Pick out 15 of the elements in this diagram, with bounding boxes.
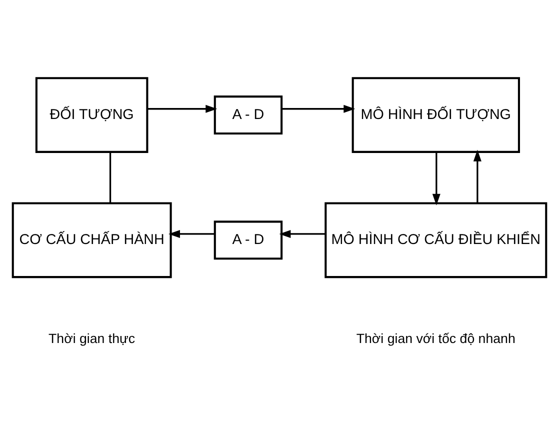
node-box: MÔ HÌNH CƠ CẤU ĐIỀU KHIỂN <box>324 202 548 278</box>
node-box: CƠ CẤU CHẤP HÀNH <box>12 202 172 278</box>
node-box: A - D <box>214 220 283 260</box>
node-box: ĐỐI TƯỢNG <box>35 77 148 153</box>
arrow <box>282 104 356 113</box>
arrow <box>432 152 440 206</box>
node-box: MÔ HÌNH ĐỐI TƯỢNG <box>352 77 520 153</box>
arrow <box>279 230 326 238</box>
node-box: A - D <box>214 96 283 134</box>
label: Thời gian với tốc độ nhanh <box>356 331 516 346</box>
arrow <box>168 230 215 238</box>
arrow <box>473 150 482 203</box>
arrow <box>147 104 218 113</box>
connector <box>109 152 112 203</box>
label: Thời gian thực <box>48 331 136 346</box>
